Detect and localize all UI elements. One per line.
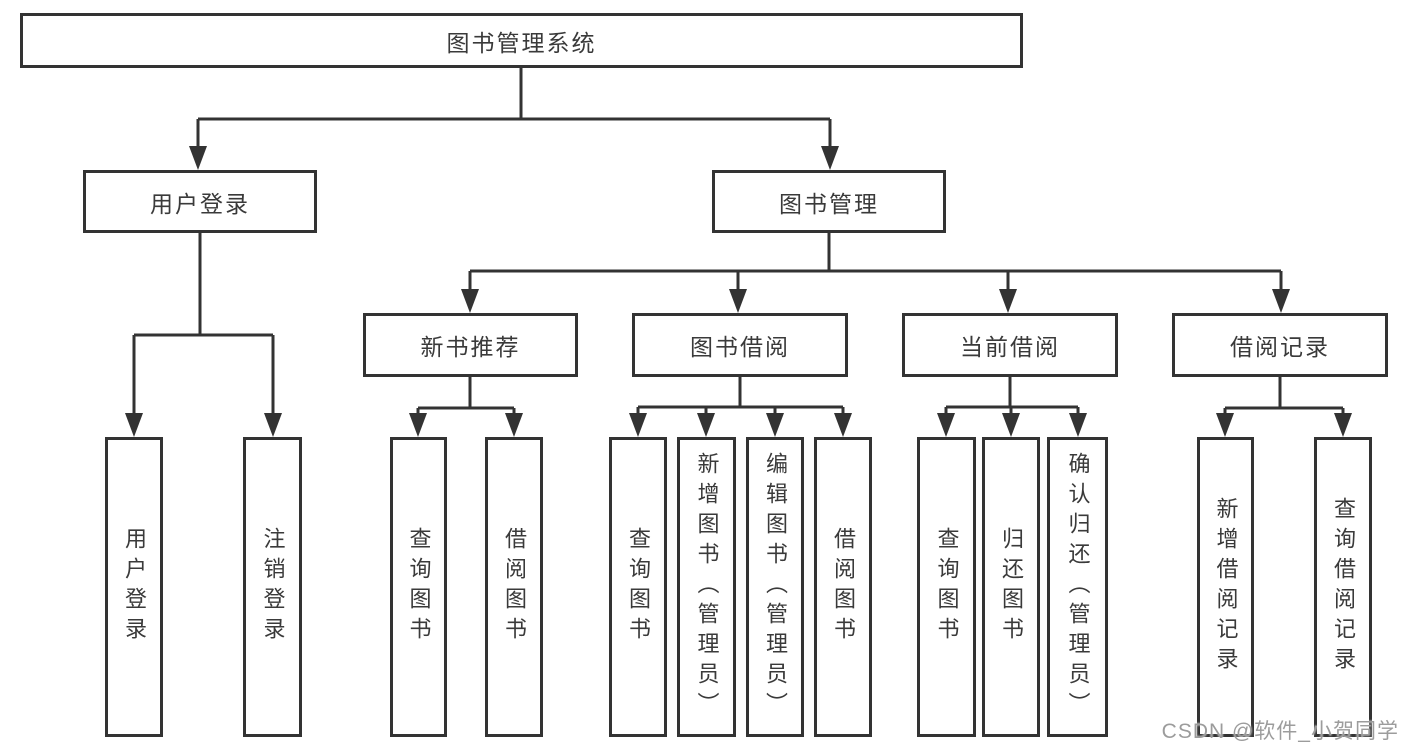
- node-label: 新增图书（管理员）: [694, 452, 720, 722]
- node-label: 新书推荐: [420, 334, 521, 360]
- node-label: 归还图书: [999, 527, 1024, 647]
- node-label: 图书管理系统: [446, 29, 597, 56]
- csdn-watermark: CSDN @软件_小贺同学: [1161, 720, 1399, 743]
- node-label: 查询借阅记录: [1331, 497, 1356, 677]
- leaf-borrow-books-recommend: 借阅图书: [485, 437, 543, 737]
- leaf-confirm-return-admin: 确认归还（管理员）: [1047, 437, 1108, 737]
- node-label: 用户登录: [150, 190, 250, 217]
- leaf-add-books-admin: 新增图书（管理员）: [677, 437, 736, 737]
- node-label: 新增借阅记录: [1213, 497, 1239, 677]
- node-label: 当前借阅: [960, 334, 1060, 360]
- node-borrowing-records: 借阅记录: [1172, 313, 1388, 377]
- node-label: 查询图书: [406, 527, 432, 647]
- leaf-logout: 注销登录: [243, 437, 302, 737]
- node-label: 图书管理: [779, 190, 879, 217]
- node-book-management: 图书管理: [712, 170, 946, 233]
- arrowheads: [125, 146, 1352, 437]
- node-label: 查询图书: [934, 527, 960, 647]
- node-label: 借阅记录: [1230, 334, 1330, 360]
- leaf-query-books-borrowing: 查询图书: [609, 437, 667, 737]
- node-label: 借阅图书: [831, 527, 856, 647]
- node-book-borrowing: 图书借阅: [632, 313, 848, 377]
- leaf-query-books-recommend: 查询图书: [390, 437, 447, 737]
- node-label: 确认归还（管理员）: [1065, 452, 1091, 722]
- node-label: 注销登录: [260, 527, 286, 647]
- leaf-borrow-books-borrowing: 借阅图书: [814, 437, 872, 737]
- node-user-login-branch: 用户登录: [83, 170, 317, 233]
- node-new-book-recommendation: 新书推荐: [363, 313, 578, 377]
- node-label: 图书借阅: [690, 334, 790, 360]
- leaf-query-books-current: 查询图书: [917, 437, 976, 737]
- leaf-user-login: 用户登录: [105, 437, 163, 737]
- node-label: 查询图书: [626, 527, 651, 647]
- node-label: 用户登录: [122, 527, 147, 647]
- leaf-add-borrow-record: 新增借阅记录: [1197, 437, 1254, 737]
- node-label: 借阅图书: [502, 527, 527, 647]
- node-label: 编辑图书（管理员）: [763, 452, 788, 722]
- node-library-management-system: 图书管理系统: [20, 13, 1023, 68]
- leaf-query-borrow-record: 查询借阅记录: [1314, 437, 1372, 737]
- node-current-borrowing: 当前借阅: [902, 313, 1118, 377]
- leaf-edit-books-admin: 编辑图书（管理员）: [746, 437, 804, 737]
- leaf-return-books: 归还图书: [982, 437, 1040, 737]
